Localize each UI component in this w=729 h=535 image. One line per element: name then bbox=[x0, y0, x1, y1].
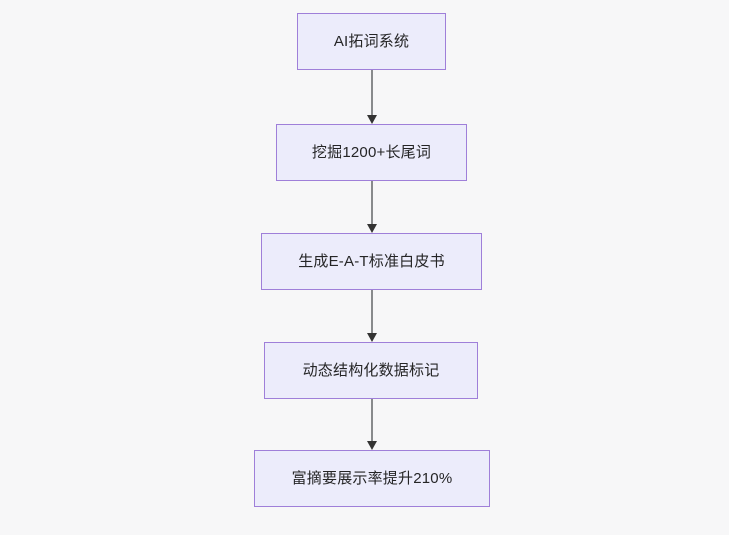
flowchart-node-mine-longtail-keywords[interactable]: 挖掘1200+长尾词 bbox=[276, 124, 467, 181]
flowchart-node-generate-eat-whitepaper[interactable]: 生成E-A-T标准白皮书 bbox=[261, 233, 482, 290]
node-label: 富摘要展示率提升210% bbox=[291, 469, 453, 487]
flowchart-node-dynamic-structured-data-markup[interactable]: 动态结构化数据标记 bbox=[264, 342, 478, 399]
edge-node2-to-node3 bbox=[366, 181, 377, 233]
node-label: 动态结构化数据标记 bbox=[302, 361, 440, 379]
edge-line bbox=[371, 290, 373, 334]
edge-node1-to-node2 bbox=[366, 70, 377, 124]
edge-line bbox=[371, 399, 373, 442]
flowchart-node-rich-snippet-rate-increase[interactable]: 富摘要展示率提升210% bbox=[254, 450, 490, 507]
edge-line bbox=[371, 181, 373, 225]
edge-line bbox=[371, 70, 373, 116]
arrow-head-icon bbox=[366, 115, 377, 124]
arrow-head-icon bbox=[366, 224, 377, 233]
edge-node4-to-node5 bbox=[366, 399, 377, 450]
node-label: AI拓词系统 bbox=[333, 32, 410, 50]
edge-node3-to-node4 bbox=[366, 290, 377, 342]
arrow-head-icon bbox=[366, 333, 377, 342]
flowchart-node-ai-keyword-system[interactable]: AI拓词系统 bbox=[297, 13, 446, 70]
arrow-head-icon bbox=[366, 441, 377, 450]
node-label: 生成E-A-T标准白皮书 bbox=[298, 252, 445, 270]
node-label: 挖掘1200+长尾词 bbox=[311, 143, 432, 161]
